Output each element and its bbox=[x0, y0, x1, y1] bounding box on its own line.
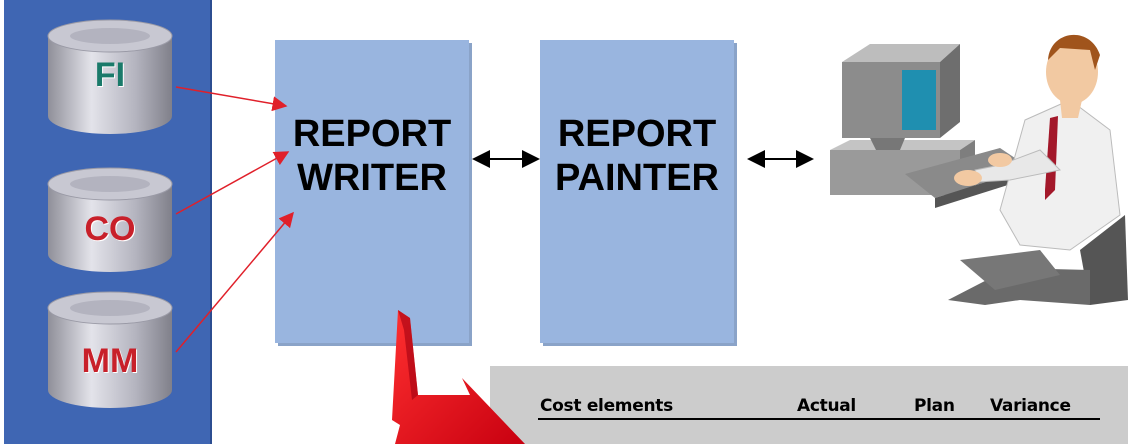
report-table: Cost elements Actual Plan Variance bbox=[490, 366, 1128, 444]
arrow-co-to-writer bbox=[175, 151, 290, 215]
report-writer-box: REPORT WRITER bbox=[275, 40, 469, 343]
database-icon bbox=[47, 291, 173, 408]
arrow-mm-to-writer bbox=[175, 211, 294, 353]
database-icon bbox=[47, 167, 173, 272]
report-painter-line1: REPORT bbox=[557, 113, 717, 155]
database-label-fi: FI bbox=[94, 56, 126, 94]
arrow-fi-to-writer bbox=[175, 86, 288, 112]
table-header-underline bbox=[538, 418, 1100, 420]
database-fi: FI bbox=[46, 18, 174, 136]
report-writer-line1: REPORT bbox=[292, 113, 452, 155]
column-actual: Actual bbox=[797, 396, 856, 416]
database-co: CO bbox=[46, 166, 174, 284]
database-icon bbox=[47, 19, 173, 134]
database-label-co: CO bbox=[84, 210, 136, 248]
user-at-computer-illustration bbox=[830, 34, 1128, 305]
report-writer-line2: WRITER bbox=[297, 157, 447, 199]
database-mm: MM bbox=[46, 290, 174, 408]
big-red-arrow bbox=[392, 310, 525, 444]
column-cost-elements: Cost elements bbox=[540, 396, 673, 416]
column-variance: Variance bbox=[990, 396, 1071, 416]
database-label-mm: MM bbox=[81, 342, 139, 380]
report-painter-line2: PAINTER bbox=[555, 157, 719, 199]
column-plan: Plan bbox=[914, 396, 955, 416]
report-painter-box: REPORT PAINTER bbox=[540, 40, 734, 343]
